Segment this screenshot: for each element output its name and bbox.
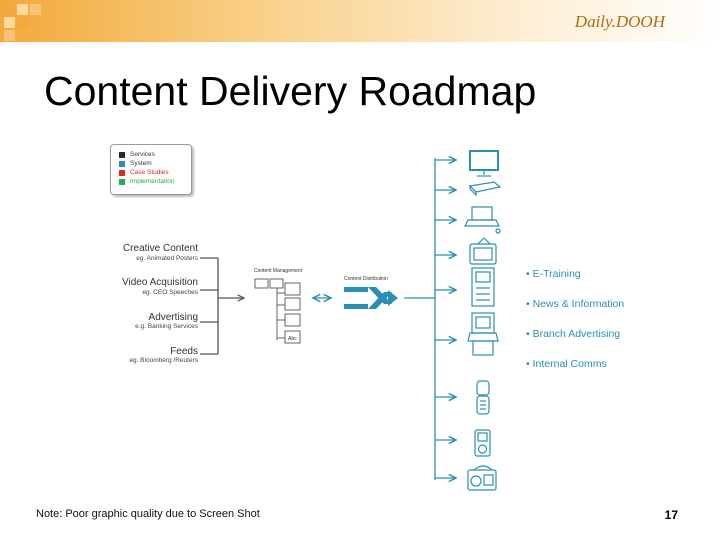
source-bracket: [200, 257, 244, 355]
legend-swatch: [119, 151, 125, 158]
set-top-box-icon: [468, 181, 502, 197]
legend-swatch: [119, 160, 125, 167]
header-square: [17, 17, 28, 28]
legend-label: System: [130, 160, 152, 167]
legend: Services System Case Studies Implementat…: [110, 144, 192, 195]
content-distribution-label: Content Distribution: [344, 276, 388, 282]
legend-item-implementation: Implementation: [119, 177, 174, 186]
distribution-icon: [344, 287, 398, 309]
legend-item-services: Services: [119, 150, 155, 159]
header-square: [30, 4, 41, 15]
source-feeds: Feeds: [170, 346, 198, 357]
terminal-kiosk-icon: [467, 312, 499, 356]
legend-label: Implementation: [130, 178, 175, 185]
legend-item-case-studies: Case Studies: [119, 168, 169, 177]
use-item: • E-Training: [526, 268, 581, 280]
mp3-player-icon: [474, 429, 491, 457]
flip-phone-icon: [476, 380, 490, 415]
header-square: [4, 30, 15, 41]
legend-swatch: [119, 178, 125, 185]
use-label: Branch Advertising: [532, 328, 621, 340]
tv-monitor-icon: [469, 150, 499, 177]
page-title: Content Delivery Roadmap: [44, 68, 537, 114]
use-label: News & Information: [532, 298, 625, 310]
source-example: eg. CEO Speeches: [142, 289, 198, 296]
kiosk-icon: [471, 267, 495, 307]
source-video-acquisition: Video Acquisition: [122, 277, 198, 288]
laptop-icon: [464, 206, 501, 234]
use-item: • News & Information: [526, 298, 625, 310]
footer-note: Note: Poor graphic quality due to Screen…: [36, 508, 260, 520]
abc-file-label: Abc: [288, 336, 297, 342]
header-square: [4, 17, 15, 28]
brand-name: Daily.DOOH: [574, 12, 665, 31]
header-square: [17, 4, 28, 15]
radio-icon: [467, 465, 497, 491]
use-item: • Internal Comms: [526, 358, 607, 370]
content-management-label: Content Management: [254, 268, 303, 274]
source-creative-content: Creative Content: [122, 243, 198, 254]
legend-swatch: [119, 169, 125, 176]
legend-label: Services: [130, 151, 155, 158]
device-bus: [434, 158, 456, 480]
use-label: Internal Comms: [532, 358, 607, 370]
header-band: [0, 0, 720, 42]
content-management-tree: [254, 278, 301, 344]
header-square: [4, 4, 15, 15]
legend-label: Case Studies: [130, 169, 169, 176]
source-example: e.g. Banking Services: [135, 323, 198, 330]
crt-tv-icon: [469, 237, 497, 265]
source-example: eg. Animated Posters: [136, 255, 198, 262]
source-example: eg. Bloomberg /Reuters: [129, 357, 198, 364]
page-number: 17: [664, 508, 678, 522]
legend-item-system: System: [119, 159, 152, 168]
source-advertising: Advertising: [148, 312, 198, 323]
use-label: E-Training: [532, 268, 581, 280]
use-item: • Branch Advertising: [526, 328, 621, 340]
